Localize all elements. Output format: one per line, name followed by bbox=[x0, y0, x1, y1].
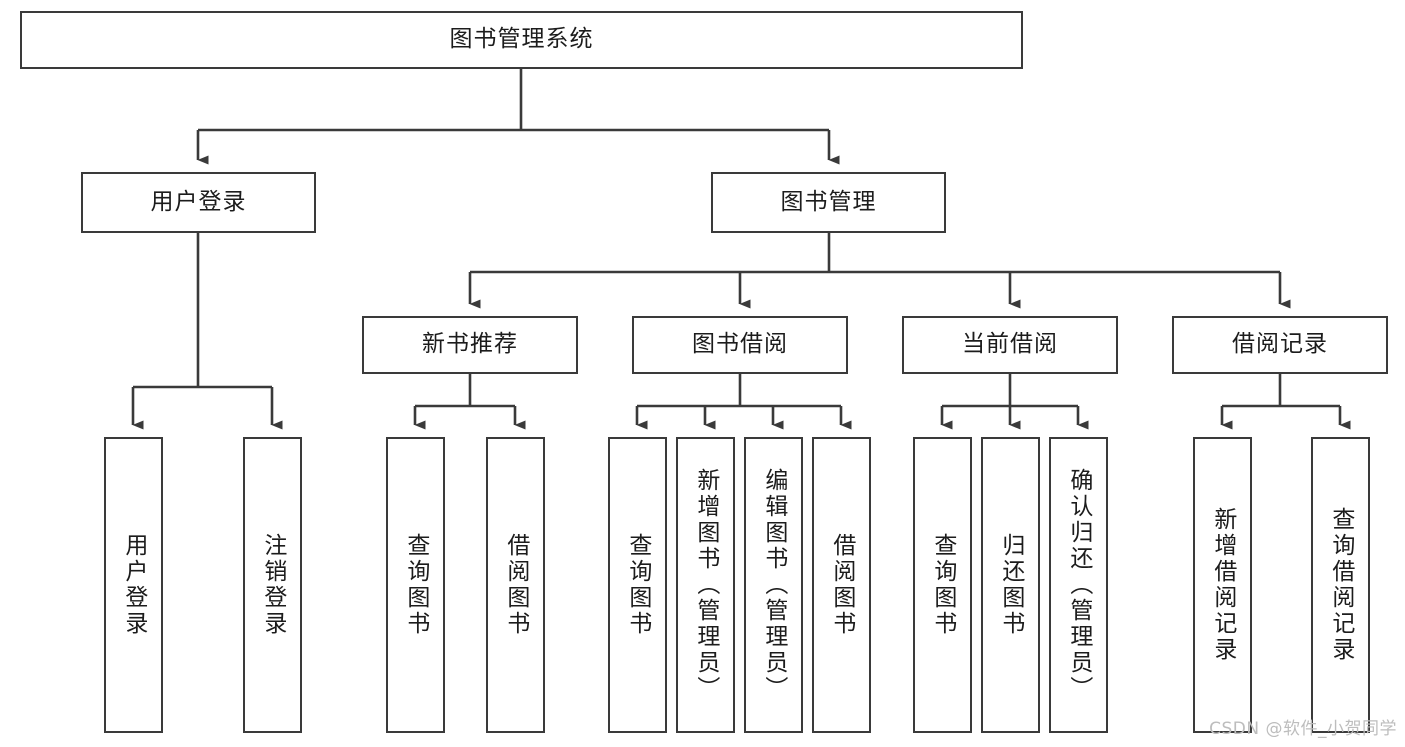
node-root-book-management-system[interactable]: 图书管理系统 bbox=[20, 11, 1023, 69]
node-current-borrow[interactable]: 当前借阅 bbox=[902, 316, 1118, 374]
node-label: 查询图书 bbox=[929, 533, 956, 637]
node-label: 用户登录 bbox=[120, 533, 147, 637]
node-label: 注销登录 bbox=[259, 533, 286, 637]
node-label: 确认归还（管理员） bbox=[1065, 468, 1092, 702]
node-leaf-query-borrow-record[interactable]: 查询借阅记录 bbox=[1311, 437, 1370, 733]
node-label: 新增图书（管理员） bbox=[692, 468, 719, 702]
node-leaf-add-book-admin[interactable]: 新增图书（管理员） bbox=[676, 437, 735, 733]
node-book-management[interactable]: 图书管理 bbox=[711, 172, 946, 233]
node-label: 新书推荐 bbox=[422, 331, 518, 358]
node-label: 借阅记录 bbox=[1232, 331, 1328, 358]
node-label: 借阅图书 bbox=[502, 533, 529, 637]
node-leaf-confirm-return-admin[interactable]: 确认归还（管理员） bbox=[1049, 437, 1108, 733]
node-borrow-record[interactable]: 借阅记录 bbox=[1172, 316, 1388, 374]
node-leaf-borrow-book-recommend[interactable]: 借阅图书 bbox=[486, 437, 545, 733]
node-label: 图书管理系统 bbox=[449, 26, 594, 53]
node-book-borrow[interactable]: 图书借阅 bbox=[632, 316, 848, 374]
node-label: 归还图书 bbox=[997, 533, 1024, 637]
node-label: 当前借阅 bbox=[962, 331, 1058, 358]
node-label: 图书管理 bbox=[780, 188, 877, 215]
watermark-text: CSDN @软件_小贺同学 bbox=[1209, 719, 1397, 739]
node-label: 编辑图书（管理员） bbox=[760, 468, 787, 702]
node-new-book-recommend[interactable]: 新书推荐 bbox=[362, 316, 578, 374]
node-leaf-add-borrow-record[interactable]: 新增借阅记录 bbox=[1193, 437, 1252, 733]
node-label: 查询图书 bbox=[402, 533, 429, 637]
node-label: 用户登录 bbox=[150, 188, 247, 215]
node-label: 查询图书 bbox=[624, 533, 651, 637]
node-label: 新增借阅记录 bbox=[1209, 507, 1236, 663]
node-leaf-user-login[interactable]: 用户登录 bbox=[104, 437, 163, 733]
node-leaf-query-book-borrow[interactable]: 查询图书 bbox=[608, 437, 667, 733]
node-leaf-return-book[interactable]: 归还图书 bbox=[981, 437, 1040, 733]
node-label: 借阅图书 bbox=[828, 533, 855, 637]
node-leaf-query-book-current[interactable]: 查询图书 bbox=[913, 437, 972, 733]
node-leaf-logout[interactable]: 注销登录 bbox=[243, 437, 302, 733]
node-label: 查询借阅记录 bbox=[1327, 507, 1354, 663]
node-leaf-borrow-book[interactable]: 借阅图书 bbox=[812, 437, 871, 733]
node-leaf-query-book-recommend[interactable]: 查询图书 bbox=[386, 437, 445, 733]
node-label: 图书借阅 bbox=[692, 331, 788, 358]
node-leaf-edit-book-admin[interactable]: 编辑图书（管理员） bbox=[744, 437, 803, 733]
node-user-login[interactable]: 用户登录 bbox=[81, 172, 316, 233]
